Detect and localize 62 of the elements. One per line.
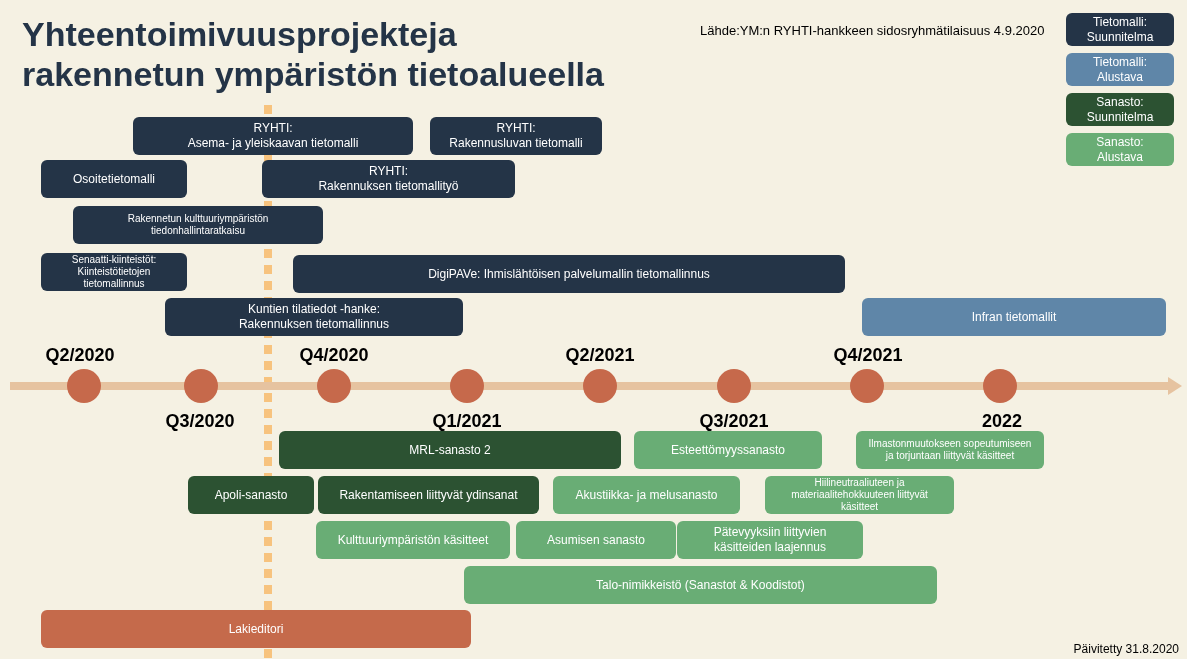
project-name: Akustiikka- ja melusanasto [575,487,718,503]
project-name: Rakennusluvan tietomalli [449,136,583,151]
project-name: Rakennuksen tietomallinnus [238,317,390,332]
quarter-label: Q4/2020 [299,344,369,367]
project-name: Asema- ja yleiskaavan tietomalli [187,136,359,151]
legend-label: Tietomalli: Suunnitelma [1085,14,1155,45]
project-name: Lakieditori [228,621,284,637]
project-bar [862,298,1166,336]
quarter-label: Q2/2021 [565,344,635,367]
project-name: Ilmastonmuutokseen sopeutumiseen ja torjuntaan liittyvät käsitteet [867,438,1033,462]
project-name: Infran tietomallit [971,309,1057,325]
source-note: Lähde:YM:n RYHTI-hankkeen sidosryhmätilaisuus 4.9.2020 [700,22,1045,40]
project-bar [165,298,463,336]
project-name: MRL-sanasto 2 [409,442,491,458]
quarter-label: 2022 [982,410,1022,433]
project-name: RYHTI: [496,121,536,136]
project-name: Rakentamiseen liittyvät ydinsanat [339,487,518,503]
project-name: RYHTI: [368,164,409,179]
project-name: Hiilineutraaliuteen ja materiaalitehokkuuteen liittyvät käsitteet [790,477,929,513]
project-bar [73,206,323,244]
quarter-label: Q4/2021 [833,344,903,367]
project-name: RYHTI: [253,121,293,136]
project-bar [293,255,845,293]
project-name: Kulttuuriympäristön käsitteet [337,532,489,548]
quarter-label: Q3/2020 [165,410,235,433]
project-bar [553,476,740,514]
quarter-label: Q2/2020 [45,344,115,367]
project-bar [41,253,187,291]
project-name: Esteettömyyssanasto [670,442,786,458]
legend-label: Sanasto: Alustava [1095,134,1145,165]
project-name: Kuntien tilatiedot -hanke: [247,302,381,317]
project-bar [464,566,937,604]
project-bar [133,117,413,155]
project-bar [279,431,621,469]
project-name: Apoli-sanasto [214,487,288,503]
project-bar [41,160,187,198]
project-bar [262,160,515,198]
project-name: Kiinteistötietojen tietomallinnus [76,266,152,290]
project-bar [41,610,471,648]
project-bar [516,521,676,559]
project-bar [188,476,314,514]
project-name: Asumisen sanasto [546,532,646,548]
project-name: Osoitetietomalli [73,171,155,187]
title: Yhteentoimivuusprojekteja rakennetun ympäristön tietoalueella [22,14,605,94]
legend-label: Sanasto: Suunnitelma [1085,94,1155,125]
project-bar [318,476,539,514]
project-bar [677,521,863,559]
quarter-label: Q3/2021 [699,410,769,433]
quarter-label: Q1/2021 [432,410,502,433]
project-name: Rakennetun kulttuuriympäristön tiedonhallintaratkaisu [126,213,270,237]
project-bar [634,431,822,469]
updated-note: Päivitetty 31.8.2020 [1073,641,1179,658]
project-bar [316,521,510,559]
project-name: Pätevyyksiin liittyvien käsitteiden laajennus [712,525,828,555]
project-name: Rakennuksen tietomallityö [318,179,459,194]
project-bar [765,476,954,514]
project-name: DigiPAVe: Ihmislähtöisen palvelumallin tietomallinnus [428,266,710,282]
legend-label: Tietomalli: Alustava [1091,54,1149,85]
project-name: Talo-nimikkeistö (Sanastot & Koodistot) [596,577,805,593]
project-bar [856,431,1044,469]
project-name: Senaatti-kiinteistöt: [71,254,157,266]
project-bar [430,117,602,155]
